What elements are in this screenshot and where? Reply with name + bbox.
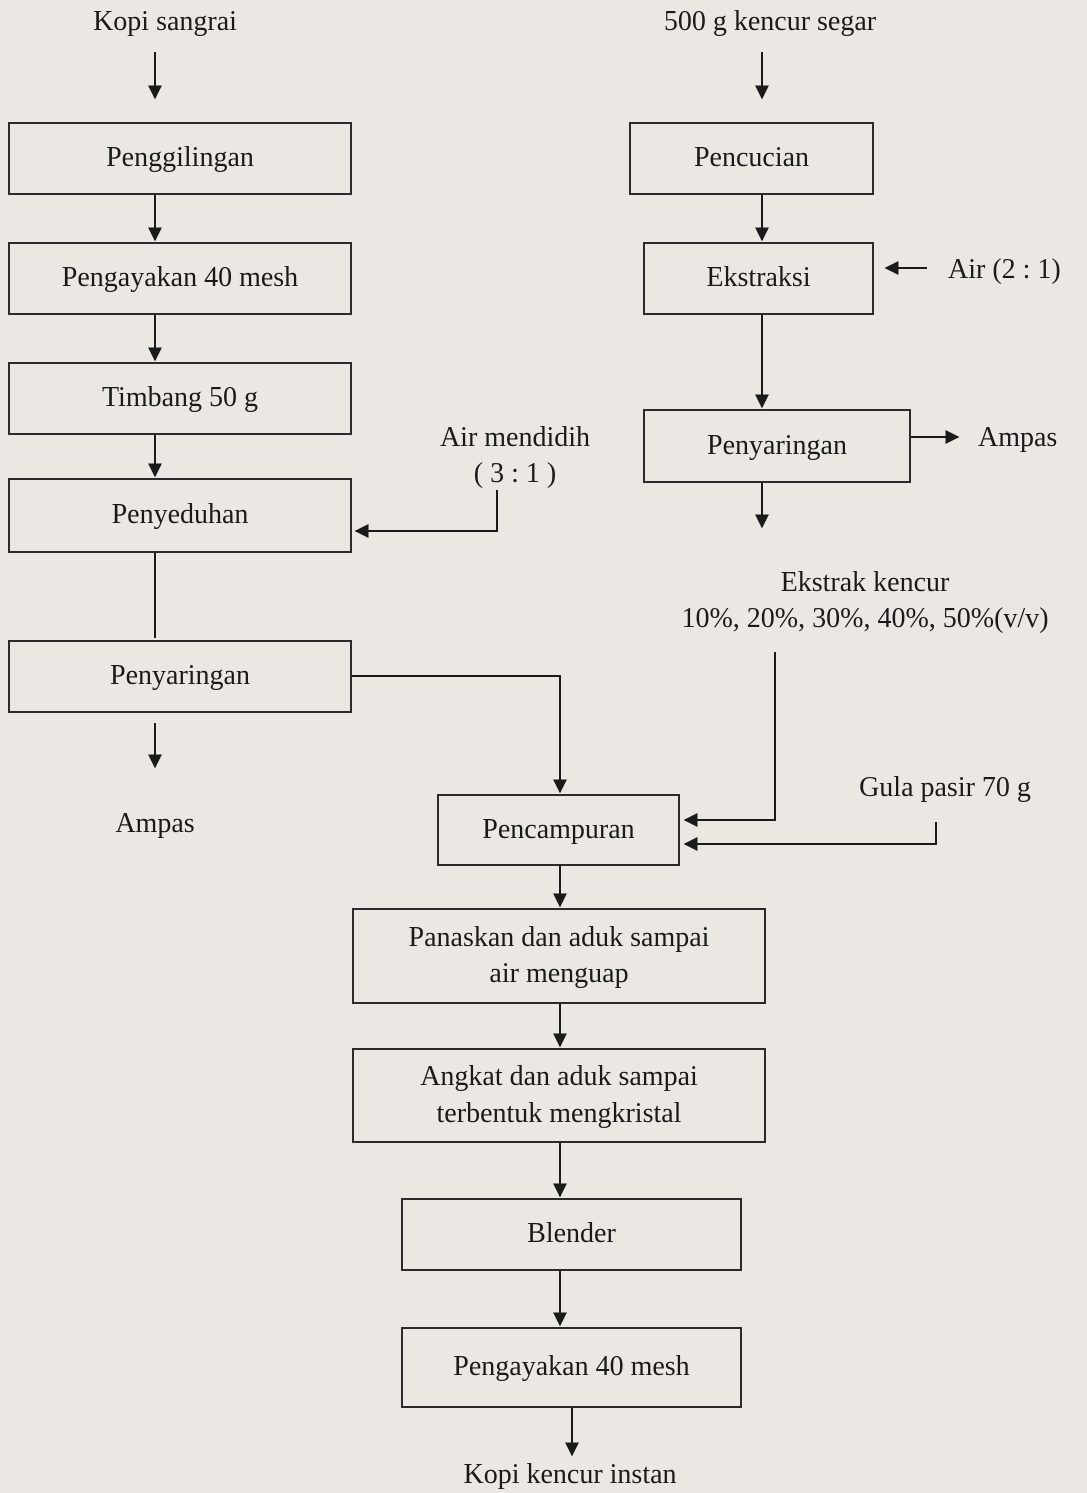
label-ampas-kencur: Ampas xyxy=(978,422,1058,453)
step-penggilingan: Penggilingan xyxy=(8,122,352,195)
input-kopi-sangrai: Kopi sangrai xyxy=(93,6,237,37)
step-penyaringan-kencur: Penyaringan xyxy=(643,409,911,483)
input-kencur-segar: 500 g kencur segar xyxy=(663,6,877,37)
step-pencucian: Pencucian xyxy=(629,122,874,195)
label-ekstrak-kencur: Ekstrak kencur 10%, 20%, 30%, 40%, 50%(v… xyxy=(681,567,1049,635)
step-panaskan-aduk: Panaskan dan aduk sampai air menguap xyxy=(352,908,766,1004)
label-ampas-coffee: Ampas xyxy=(115,808,195,839)
arrow-ekstrak-to-pencampuran xyxy=(683,652,776,827)
step-pengayakan-40-mesh-final: Pengayakan 40 mesh xyxy=(401,1327,742,1408)
step-pencampuran: Pencampuran xyxy=(437,794,680,866)
arrow-gula-to-pencampuran xyxy=(683,822,937,851)
step-ekstraksi: Ekstraksi xyxy=(643,242,874,315)
label-air-2-1: Air (2 : 1) xyxy=(948,254,1061,285)
arrow-penyaringan-to-pencampuran xyxy=(352,675,567,794)
step-penyaringan-coffee: Penyaringan xyxy=(8,640,352,713)
label-air-mendidih: Air mendidih ( 3 : 1 ) xyxy=(439,422,591,490)
step-timbang-50g: Timbang 50 g xyxy=(8,362,352,435)
step-penyeduhan: Penyeduhan xyxy=(8,478,352,553)
step-blender: Blender xyxy=(401,1198,742,1271)
step-pengayakan-40-mesh-coffee: Pengayakan 40 mesh xyxy=(8,242,352,315)
output-kopi-kencur-instan: Kopi kencur instan xyxy=(463,1459,677,1490)
arrow-air-mendidih-to-penyeduhan xyxy=(354,490,498,538)
step-angkat-aduk: Angkat dan aduk sampai terbentuk mengkri… xyxy=(352,1048,766,1143)
label-gula-pasir: Gula pasir 70 g xyxy=(859,772,1031,803)
